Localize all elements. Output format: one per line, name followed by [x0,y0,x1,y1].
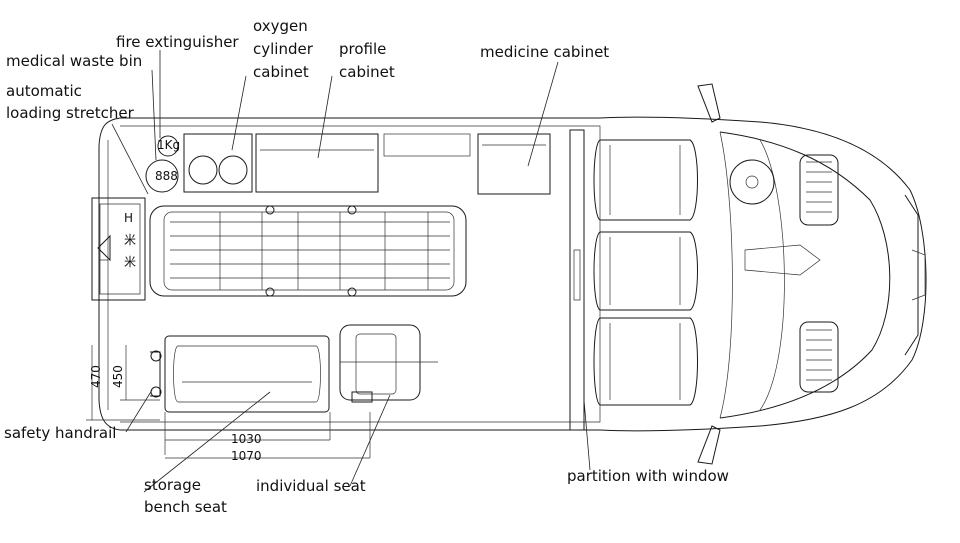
label-profile-cabinet-line2: cabinet [339,63,395,81]
label-storage-bench-seat-line2: bench seat [144,498,227,516]
label-fire-extinguisher: fire extinguisher [116,33,239,51]
hood [697,83,926,465]
profile-cabinet-shape [255,133,471,193]
dimension-lines [86,345,371,459]
label-automatic-loading-stretcher-line2: loading stretcher [6,104,135,122]
dimension-labels: 470 450 1030 1070 [89,365,262,463]
svg-text:1Kg: 1Kg [157,138,180,152]
label-medical-waste-bin: medical waste bin [6,52,142,70]
label-profile-cabinet-line1: profile [339,40,386,58]
label-partition-with-window: partition with window [567,467,729,485]
waste-bin-shape: 888 [145,159,179,193]
dimension-1030: 1030 [231,432,262,446]
svg-text:米: 米 [124,255,136,269]
leader-lines [111,50,591,493]
bench-seat-shape [164,335,330,413]
medicine-cabinet-shape [477,133,551,195]
front-seats [593,139,698,406]
label-oxygen-cylinder-cabinet-line2: cylinder [253,40,314,58]
svg-text:米: 米 [124,233,136,247]
dimension-450: 450 [111,365,125,388]
oxygen-cylinder-cabinet-shape [183,133,253,193]
fire-extinguisher-shape: 1Kg [157,135,180,157]
svg-text:888: 888 [155,169,178,183]
svg-text:H: H [124,211,133,225]
label-storage-bench-seat-line1: storage [144,476,201,494]
vehicle-body [98,116,927,432]
stretcher-shape: H 米 米 [91,197,467,301]
partition-wall [569,129,585,431]
label-safety-handrail: safety handrail [4,424,116,442]
callout-labels: fire extinguisher medical waste bin auto… [4,17,729,516]
label-oxygen-cylinder-cabinet-line1: oxygen [253,17,308,35]
label-medicine-cabinet: medicine cabinet [480,43,609,61]
individual-seat-shape [339,324,438,403]
label-automatic-loading-stretcher-line1: automatic [6,82,82,100]
dimension-470: 470 [89,365,103,388]
label-oxygen-cylinder-cabinet-line3: cabinet [253,63,309,81]
dimension-1070: 1070 [231,449,262,463]
label-individual-seat: individual seat [256,477,366,495]
